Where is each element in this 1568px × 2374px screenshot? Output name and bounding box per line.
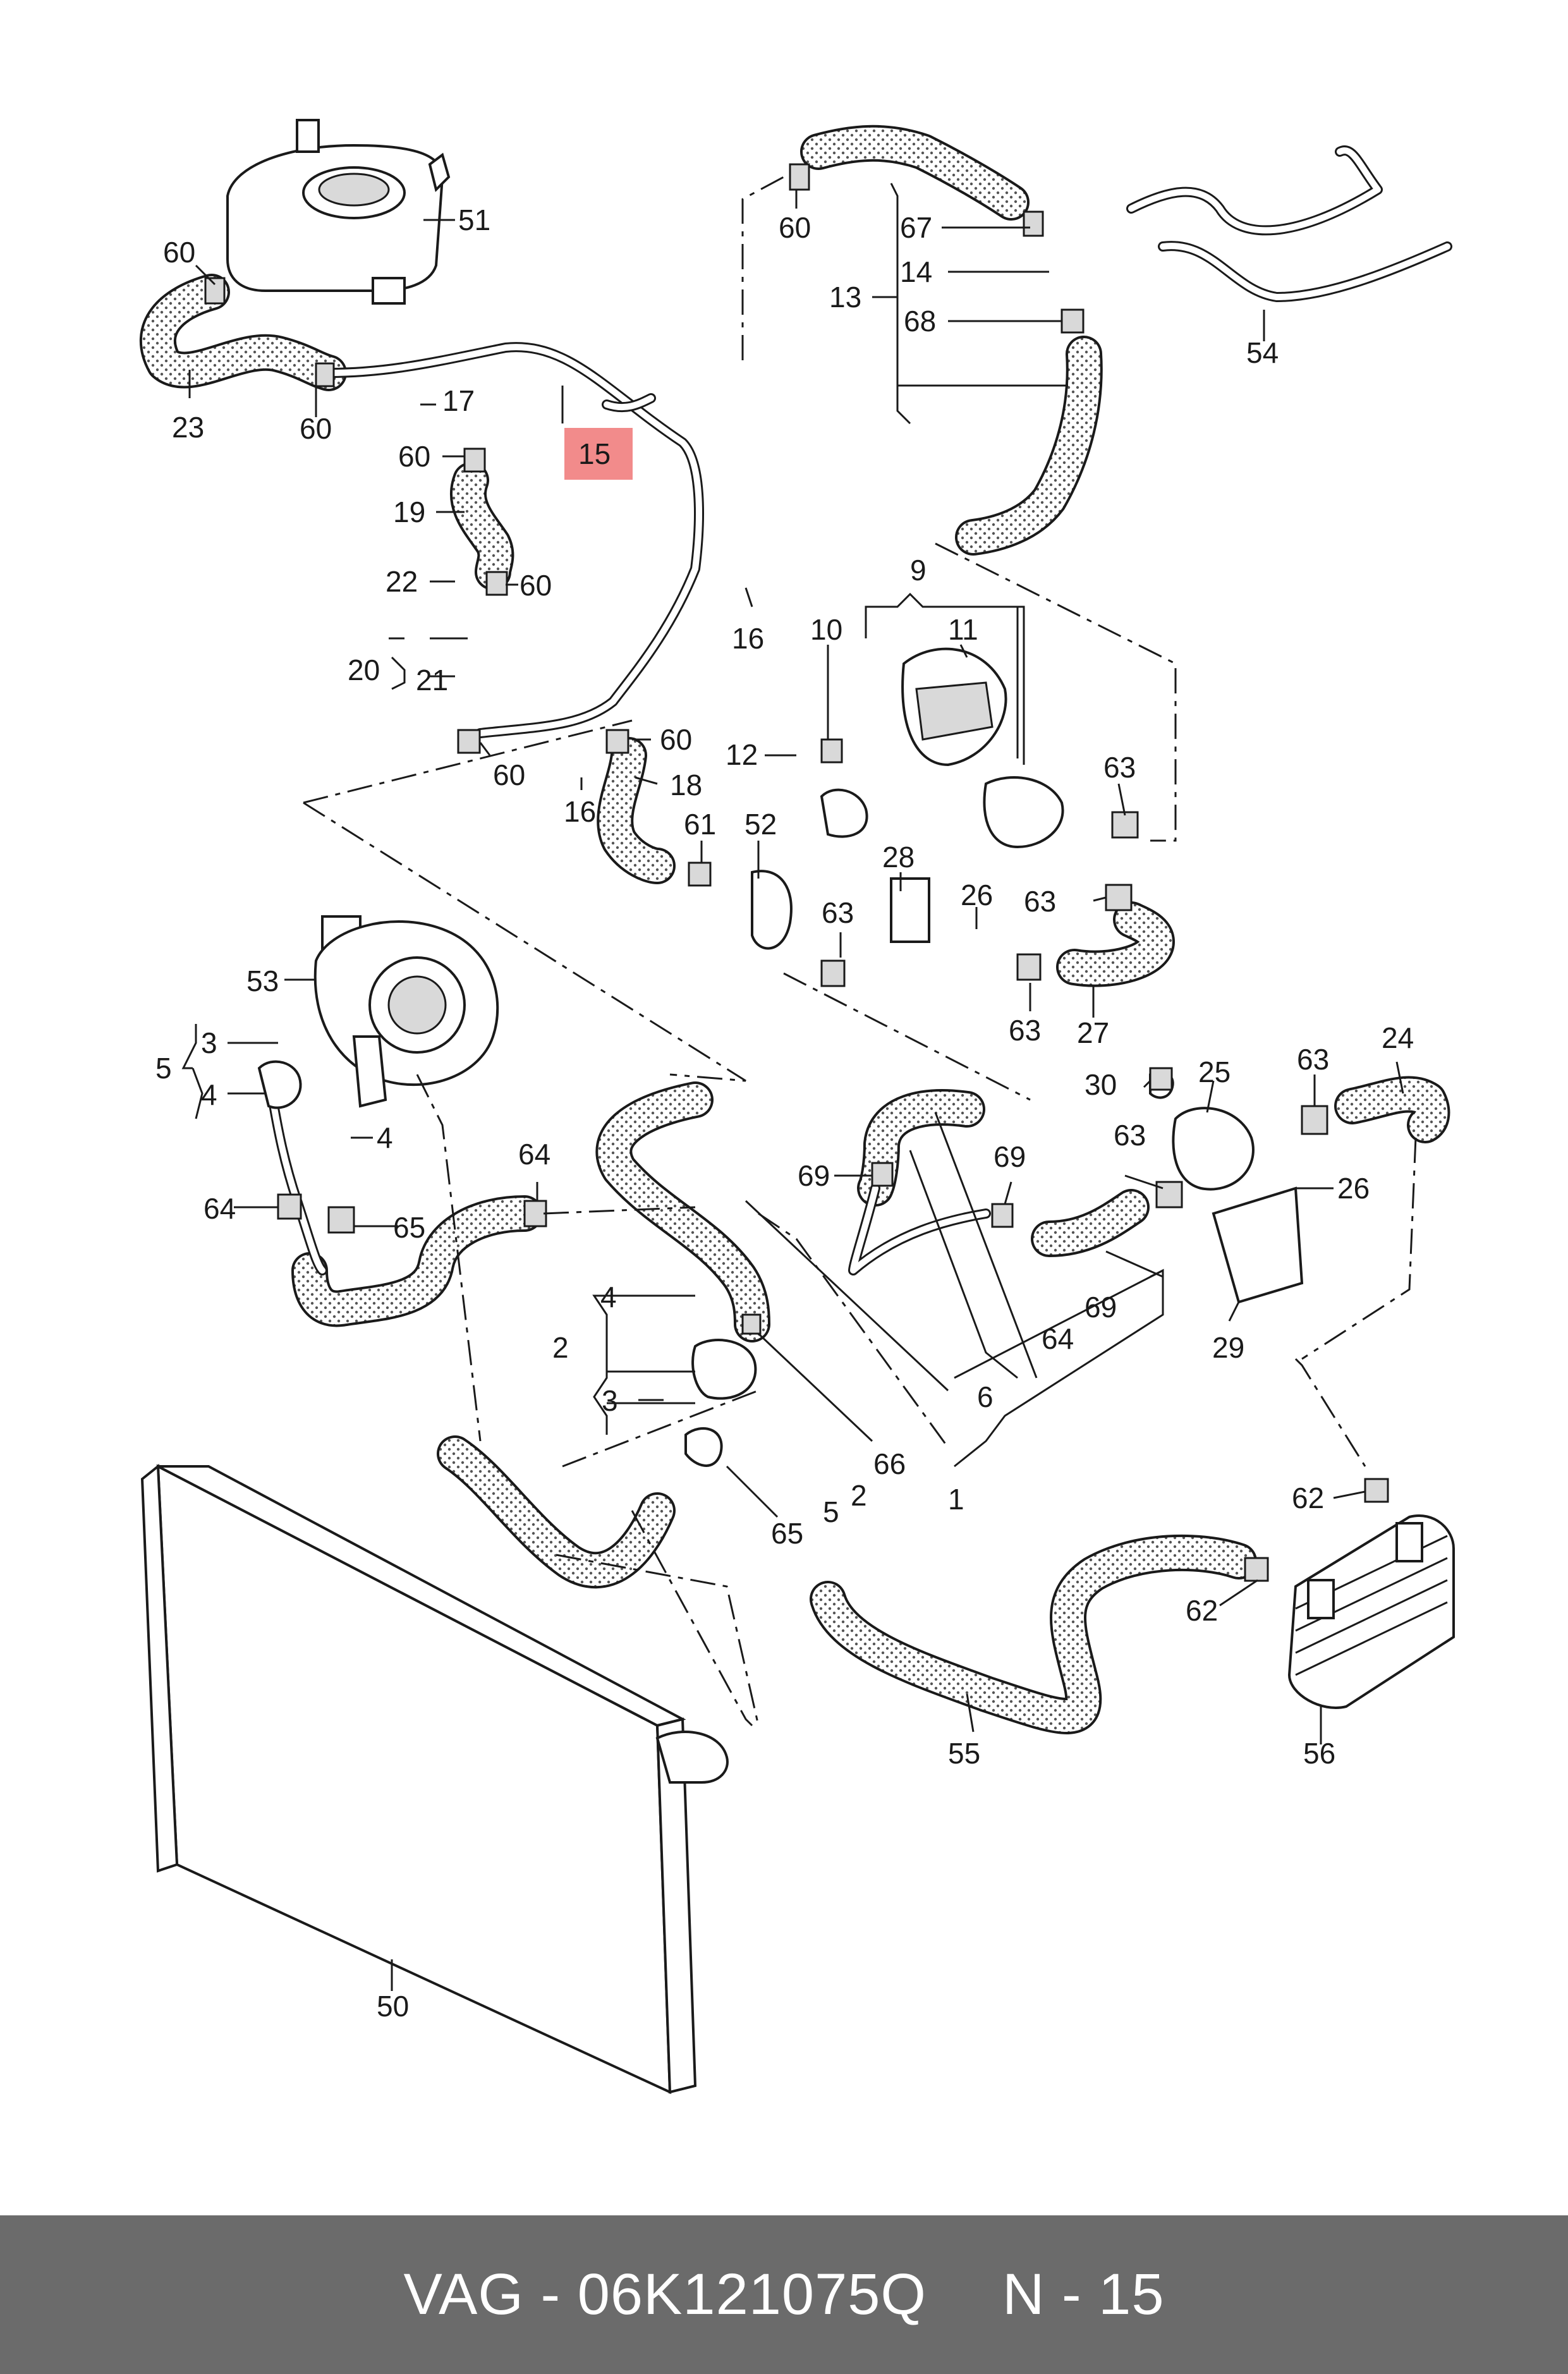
label-4: 4 <box>201 1078 217 1111</box>
label-9: 9 <box>910 554 927 587</box>
label-64: 64 <box>1042 1322 1074 1355</box>
label-24: 24 <box>1382 1021 1414 1054</box>
label-51: 51 <box>458 204 490 236</box>
label-14: 14 <box>900 255 932 288</box>
label-15: 15 <box>578 437 611 470</box>
label-65: 65 <box>771 1517 803 1550</box>
label-54: 54 <box>1246 336 1279 369</box>
label-69: 69 <box>994 1140 1026 1173</box>
hose-55 <box>810 1534 1257 1734</box>
label-3: 3 <box>602 1384 618 1417</box>
label-53: 53 <box>246 965 279 997</box>
label-60: 60 <box>398 440 430 473</box>
leader-lines <box>181 183 1404 1991</box>
label-28: 28 <box>882 841 915 874</box>
label-27: 27 <box>1077 1016 1109 1049</box>
label-61: 61 <box>684 808 716 841</box>
label-19: 19 <box>393 496 425 528</box>
label-2: 2 <box>851 1479 867 1512</box>
label-52: 52 <box>744 808 777 841</box>
label-10: 10 <box>810 613 842 646</box>
label-4: 4 <box>377 1121 393 1154</box>
label-65: 65 <box>393 1211 425 1244</box>
label-25: 25 <box>1198 1056 1231 1088</box>
label-50: 50 <box>377 1990 409 2023</box>
label-20: 20 <box>348 654 380 686</box>
label-12: 12 <box>726 738 758 771</box>
label-16: 16 <box>564 795 596 828</box>
coolant-pump-icon <box>751 647 1064 950</box>
label-63: 63 <box>1024 885 1056 918</box>
expansion-tank-icon <box>226 119 451 305</box>
label-64: 64 <box>518 1138 550 1171</box>
label-66: 66 <box>873 1447 906 1480</box>
thermostat-housing-icon <box>257 915 1304 1467</box>
label-60: 60 <box>300 412 332 445</box>
label-64: 64 <box>204 1192 236 1225</box>
diagram-position: N - 15 <box>1002 2262 1165 2327</box>
label-23: 23 <box>172 411 204 444</box>
label-16: 16 <box>732 622 764 655</box>
label-2: 2 <box>552 1331 569 1364</box>
label-63: 63 <box>1009 1014 1041 1047</box>
footer-bar: VAG - 06K121075Q N - 15 <box>0 2215 1568 2374</box>
label-62: 62 <box>1186 1594 1218 1627</box>
label-26: 26 <box>1337 1172 1370 1205</box>
label-60: 60 <box>520 569 552 602</box>
pipes <box>267 145 1452 1275</box>
label-63: 63 <box>822 896 854 929</box>
label-67: 67 <box>900 211 932 244</box>
label-62: 62 <box>1292 1482 1324 1514</box>
radiator-icon <box>140 1463 729 2095</box>
label-55: 55 <box>948 1737 980 1770</box>
label-63: 63 <box>1297 1043 1329 1076</box>
label-69: 69 <box>1085 1291 1117 1324</box>
highlight-box <box>564 428 633 480</box>
label-18: 18 <box>670 769 702 801</box>
label-60: 60 <box>779 211 811 244</box>
label-69: 69 <box>798 1159 830 1192</box>
label-4: 4 <box>600 1281 617 1313</box>
label-17: 17 <box>442 384 475 417</box>
coolant-system-exploded-diagram: 51 60 23 60 17 15 60 19 22 60 16 20 21 6… <box>139 119 1455 2095</box>
hoses <box>139 125 1450 1734</box>
label-5: 5 <box>155 1052 172 1085</box>
label-60: 60 <box>493 758 525 791</box>
part-number: VAG - 06K121075Q <box>403 2262 927 2327</box>
label-63: 63 <box>1103 751 1136 784</box>
label-13: 13 <box>829 281 861 313</box>
label-63: 63 <box>1114 1119 1146 1152</box>
label-22: 22 <box>386 565 418 598</box>
clamps <box>204 163 1389 1582</box>
assembly-lines <box>303 176 1417 1727</box>
label-1: 1 <box>948 1483 964 1516</box>
oil-cooler-icon <box>1287 1514 1455 1709</box>
label-11: 11 <box>948 613 978 646</box>
label-3: 3 <box>201 1026 217 1059</box>
label-26: 26 <box>961 879 993 911</box>
label-29: 29 <box>1212 1331 1244 1364</box>
callout-labels: 51 60 23 60 17 15 60 19 22 60 16 20 21 6… <box>155 204 1414 2023</box>
pipe-54 <box>1126 145 1452 302</box>
label-21: 21 <box>416 664 448 697</box>
label-6: 6 <box>977 1380 994 1413</box>
label-68: 68 <box>904 305 936 338</box>
label-60: 60 <box>163 236 195 269</box>
label-56: 56 <box>1303 1737 1335 1770</box>
label-30: 30 <box>1085 1068 1117 1101</box>
label-60: 60 <box>660 723 692 756</box>
label-5: 5 <box>823 1495 839 1528</box>
